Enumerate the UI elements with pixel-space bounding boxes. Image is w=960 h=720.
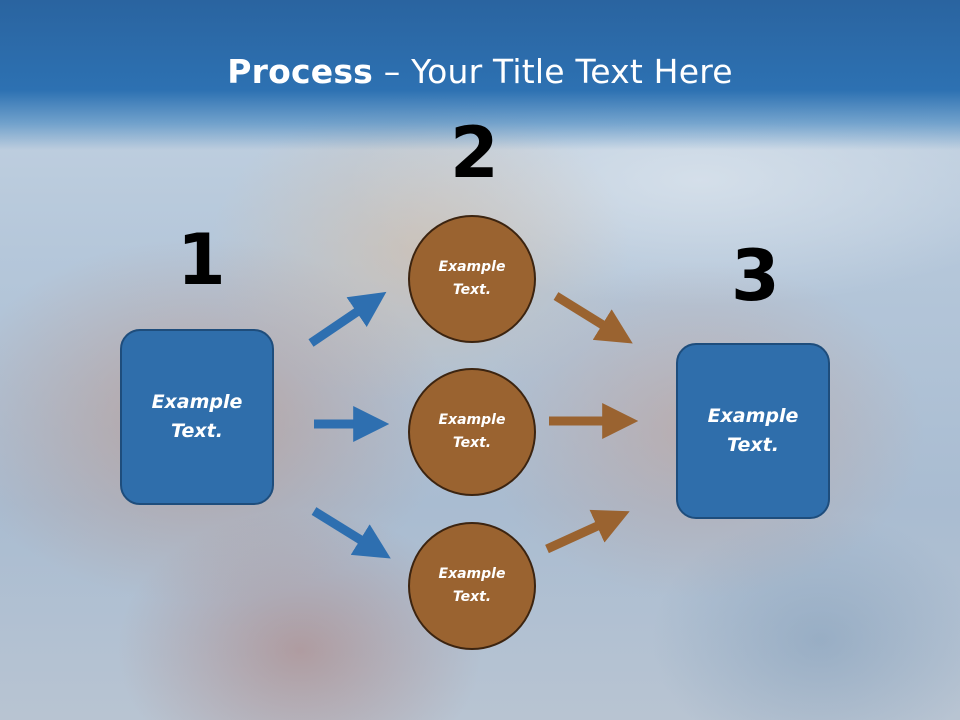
arrow-brown-up [545, 509, 630, 554]
arrow-blue-down [311, 507, 391, 559]
step-number-3: 3 [731, 235, 780, 317]
title-rest: – Your Title Text Here [373, 52, 733, 91]
left-box-line1: Example [151, 391, 243, 413]
step-number-1: 1 [177, 219, 226, 301]
left-box-line2: Text. [171, 420, 223, 442]
circle-bottom-line1: Example [438, 566, 506, 582]
circle-middle-line1: Example [438, 412, 506, 428]
title-banner [0, 0, 960, 150]
process-circle-top[interactable]: Example Text. [408, 215, 536, 343]
slide-title: Process – Your Title Text Here [0, 52, 960, 91]
circle-bottom-line2: Text. [452, 589, 492, 605]
left-process-box[interactable]: Example Text. [120, 329, 274, 505]
step-number-2: 2 [450, 112, 499, 194]
circle-middle-line2: Text. [452, 435, 492, 451]
right-process-box[interactable]: Example Text. [676, 343, 830, 519]
circle-top-line2: Text. [452, 282, 492, 298]
arrow-blue-up [308, 291, 387, 347]
process-circle-bottom[interactable]: Example Text. [408, 522, 536, 650]
right-box-line1: Example [707, 405, 799, 427]
title-bold: Process [227, 52, 374, 91]
process-circle-middle[interactable]: Example Text. [408, 368, 536, 496]
arrow-brown-down [553, 292, 633, 344]
circle-top-line1: Example [438, 259, 506, 275]
right-box-line2: Text. [727, 434, 779, 456]
